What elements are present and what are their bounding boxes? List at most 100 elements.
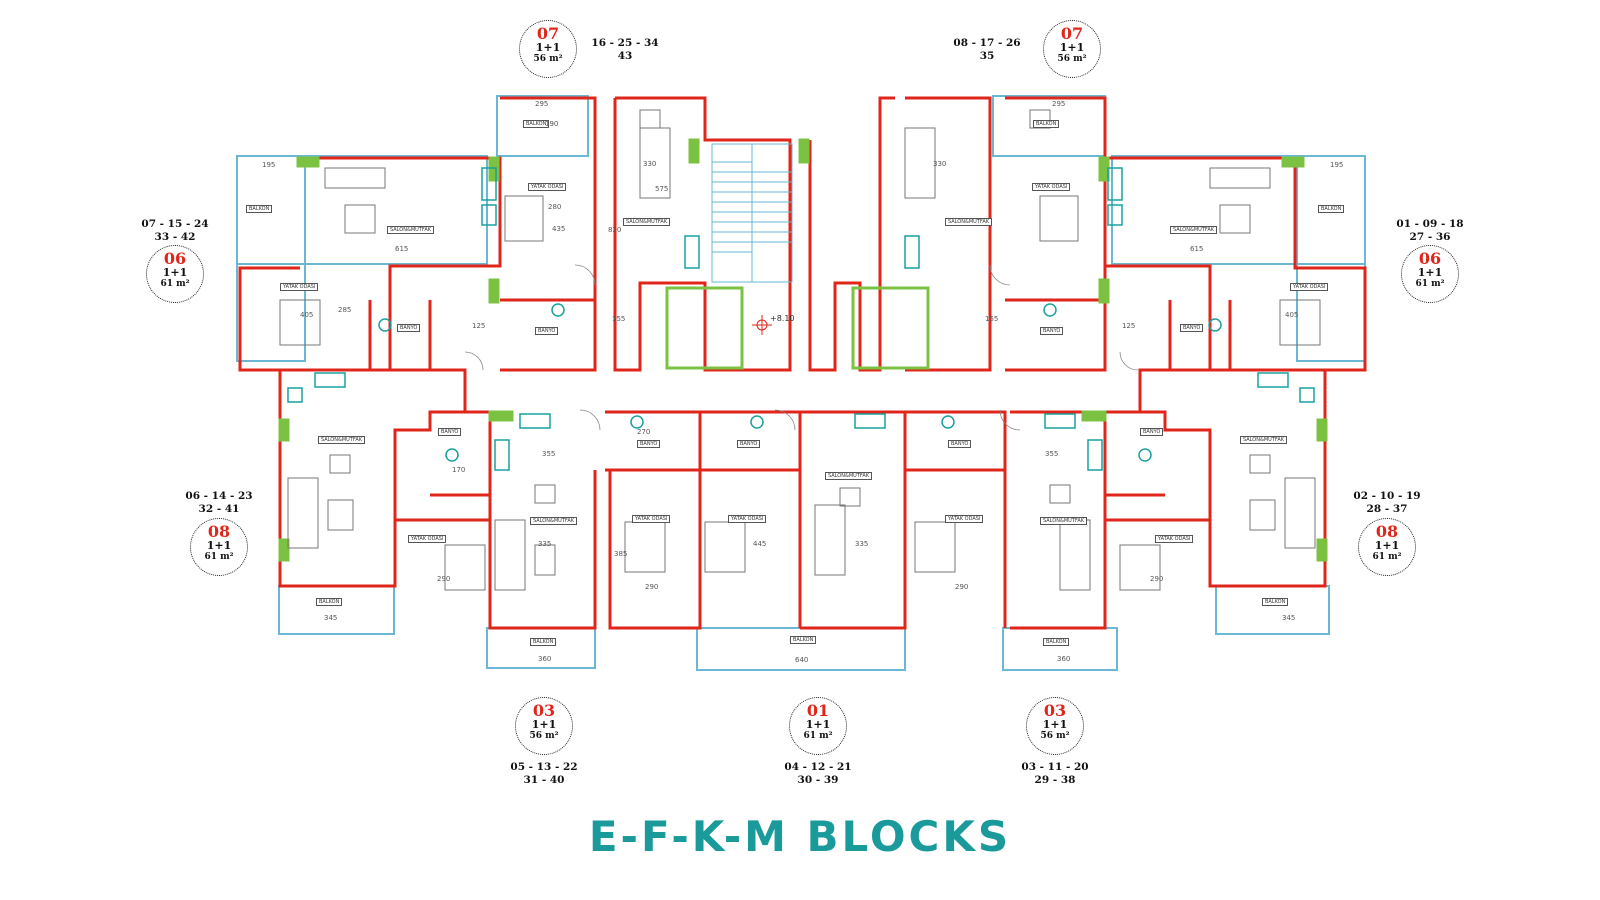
staircase (711, 143, 793, 283)
room-label-balkon: BALKON (1318, 205, 1345, 213)
room-label-banyo: BANYO (948, 440, 972, 448)
room-label-banyo: BANYO (397, 324, 421, 332)
dimension-label: 345 (324, 614, 338, 622)
room-label-banyo: BANYO (438, 428, 462, 436)
fixtures (287, 167, 1315, 471)
room-label-salon: SALON&MUTFAK (825, 472, 873, 480)
dimension-label: 360 (1057, 655, 1071, 663)
dimension-label: 285 (338, 306, 352, 314)
dimension-label: 295 (535, 100, 549, 108)
room-label-yatak: YATAK ODASI (1032, 183, 1071, 191)
dimension-label: 615 (1190, 245, 1204, 253)
dimension-label: 405 (300, 311, 314, 319)
dimension-label: 195 (262, 161, 276, 169)
room-label-banyo: BANYO (1140, 428, 1164, 436)
walls (238, 96, 1367, 630)
room-label-salon: SALON&MUTFAK (1240, 436, 1288, 444)
dimension-label: 155 (985, 315, 999, 323)
room-label-yatak: YATAK ODASI (1290, 283, 1329, 291)
room-label-salon: SALON&MUTFAK (945, 218, 993, 226)
dimension-label: 270 (637, 428, 651, 436)
room-label-salon: SALON&MUTFAK (1170, 226, 1218, 234)
dimension-label: 335 (855, 540, 869, 548)
dimension-label: 290 (1150, 575, 1164, 583)
room-label-banyo: BANYO (737, 440, 761, 448)
room-label-banyo: BANYO (535, 327, 559, 335)
room-label-salon: SALON&MUTFAK (318, 436, 366, 444)
level-marker (752, 315, 772, 335)
dimension-label: 125 (472, 322, 486, 330)
dimension-label: 290 (955, 583, 969, 591)
dimension-label: 360 (538, 655, 552, 663)
room-label-balkon: BALKON (790, 636, 817, 644)
room-label-balkon: BALKON (523, 120, 550, 128)
room-label-yatak: YATAK ODASI (280, 283, 319, 291)
room-label-yatak: YATAK ODASI (632, 515, 671, 523)
room-label-yatak: YATAK ODASI (728, 515, 767, 523)
room-label-banyo: BANYO (1040, 327, 1064, 335)
dimension-label: 575 (655, 185, 669, 193)
dimension-label: 355 (542, 450, 556, 458)
dimension-label: 155 (612, 315, 626, 323)
room-label-yatak: YATAK ODASI (1155, 535, 1194, 543)
block-title: E-F-K-M BLOCKS (588, 812, 1012, 861)
dimension-label: 170 (452, 466, 466, 474)
dimension-label: 330 (933, 160, 947, 168)
room-label-salon: SALON&MUTFAK (1040, 517, 1088, 525)
room-label-salon: SALON&MUTFAK (623, 218, 671, 226)
dimension-label: 345 (1282, 614, 1296, 622)
level-mark-label: +8.10 (770, 314, 795, 323)
dimension-label: 335 (538, 540, 552, 548)
dimension-label: 295 (1052, 100, 1066, 108)
dimension-label: 280 (548, 203, 562, 211)
room-label-yatak: YATAK ODASI (945, 515, 984, 523)
room-label-balkon: BALKON (1262, 598, 1289, 606)
dimension-label: 290 (645, 583, 659, 591)
dimension-label: 190 (545, 120, 559, 128)
door-swings (464, 264, 1139, 431)
room-label-balkon: BALKON (1043, 638, 1070, 646)
dimension-label: 330 (643, 160, 657, 168)
dimension-label: 290 (437, 575, 451, 583)
dimension-label: 125 (1122, 322, 1136, 330)
room-label-balkon: BALKON (316, 598, 343, 606)
room-label-balkon: BALKON (1033, 120, 1060, 128)
room-label-balkon: BALKON (530, 638, 557, 646)
room-label-salon: SALON&MUTFAK (387, 226, 435, 234)
dimension-label: 405 (1285, 311, 1299, 319)
dimension-label: 445 (753, 540, 767, 548)
dimension-label: 640 (795, 656, 809, 664)
room-label-banyo: BANYO (1180, 324, 1204, 332)
dimension-label: 355 (1045, 450, 1059, 458)
columns (278, 138, 1328, 562)
room-label-balkon: BALKON (246, 205, 273, 213)
dimension-label: 615 (395, 245, 409, 253)
room-label-yatak: YATAK ODASI (408, 535, 447, 543)
dimension-label: 820 (608, 226, 622, 234)
furniture (279, 109, 1321, 591)
room-label-salon: SALON&MUTFAK (530, 517, 578, 525)
dimension-label: 385 (614, 550, 628, 558)
dimension-label: 195 (1330, 161, 1344, 169)
dimension-label: 435 (552, 225, 566, 233)
room-label-yatak: YATAK ODASI (528, 183, 567, 191)
